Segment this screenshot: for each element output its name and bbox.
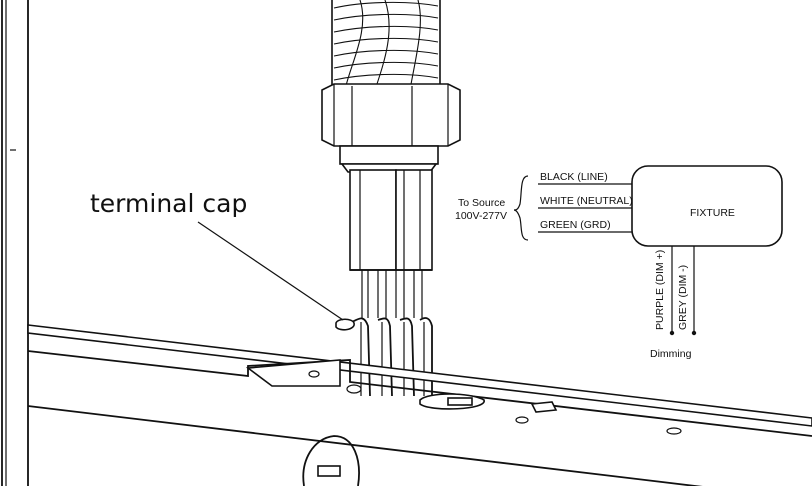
dim-plus-dot bbox=[669, 330, 675, 336]
source-brace bbox=[513, 175, 529, 241]
dimming-caption: Dimming bbox=[650, 348, 692, 360]
frame-border bbox=[1, 0, 29, 486]
wire-label-white: WHITE (NEUTRAL) bbox=[540, 195, 633, 207]
source-line1: To Source bbox=[458, 197, 505, 209]
terminal-cap: terminal cap bbox=[90, 189, 355, 331]
wire-label-green: GREEN (GRD) bbox=[540, 219, 611, 231]
wire-label-black: BLACK (LINE) bbox=[540, 171, 608, 183]
dim-plus-label: PURPLE (DIM +) bbox=[654, 250, 666, 330]
wiring-schematic: FIXTURE BLACK (LINE) WHITE (NEUTRAL) GRE… bbox=[455, 165, 783, 360]
source-line2: 100V-277V bbox=[455, 210, 507, 222]
callout-terminal-cap: terminal cap bbox=[90, 189, 247, 218]
fixture-housing bbox=[27, 324, 812, 486]
hex-nut bbox=[321, 83, 461, 173]
dim-minus-label: GREY (DIM -) bbox=[677, 265, 689, 330]
wire-bundle bbox=[349, 169, 433, 397]
dim-minus-dot bbox=[691, 330, 697, 336]
fixture-box bbox=[631, 165, 783, 247]
fixture-label: FIXTURE bbox=[690, 207, 735, 219]
conduit bbox=[331, 0, 441, 91]
